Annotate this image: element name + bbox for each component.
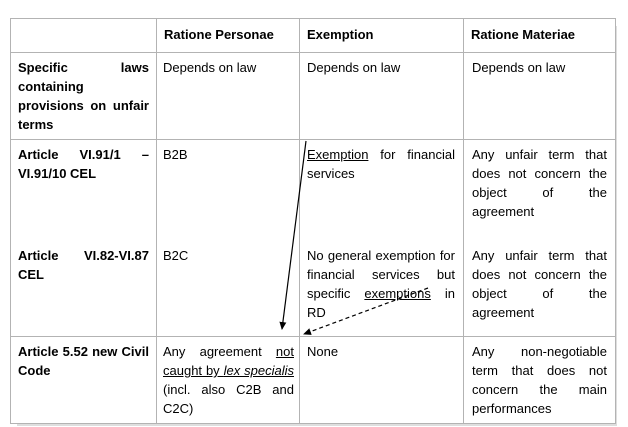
text-run: (incl. also C2B and C2C): [163, 382, 294, 416]
comparison-table: Ratione Personae Exemption Ratione Mater…: [10, 18, 616, 424]
table-cell: Any non-negotiable term that does not co…: [463, 336, 616, 424]
text-run: Specific laws containing provisions on u…: [18, 60, 149, 132]
header-cell-ratione-personae: Ratione Personae: [156, 18, 300, 53]
table-cell: Specific laws containing provisions on u…: [10, 52, 157, 140]
text-run: No general exemption for financial servi…: [307, 247, 455, 301]
text-run: for financial services: [307, 147, 455, 181]
table-cell: Article VI.82-VI.87 CEL: [10, 240, 157, 337]
text-run: Any unfair term that does not concern th…: [472, 247, 607, 320]
text-run: Article 5.52 new Civil Code: [18, 344, 149, 378]
table-cell: Any unfair term that does not concern th…: [463, 240, 616, 337]
text-run: not caught by: [163, 344, 294, 378]
text-run: B2C: [163, 247, 189, 263]
table-row: Article VI.91/1 – VI.91/10 CEL B2B Exempti…: [10, 139, 616, 241]
text-run: Any agreement: [163, 344, 276, 359]
table-cell: Article 5.52 new Civil Code: [10, 336, 157, 424]
text-run: Any non-negotiable term that does not co…: [472, 344, 607, 416]
text-run: Exemption: [307, 147, 369, 162]
header-row: Ratione Personae Exemption Ratione Mater…: [10, 18, 616, 53]
text-run: Depends on law: [472, 60, 566, 75]
text-run: None: [307, 344, 339, 359]
text-run: exemptions: [364, 285, 431, 301]
table-cell: Any unfair term that does not concern th…: [463, 139, 616, 241]
table-cell: Any agreement not caught by lex speciali…: [156, 336, 300, 424]
header-cell-empty: [10, 18, 157, 53]
table-cell: Exemption for financial services: [299, 139, 464, 241]
table-cell: B2B: [156, 139, 300, 241]
table-cell: Depends on law: [299, 52, 464, 140]
table-cell: Article VI.91/1 – VI.91/10 CEL: [10, 139, 157, 241]
text-run: Any unfair term that does not concern th…: [472, 147, 607, 219]
text-run: lex specialis: [223, 363, 294, 378]
table-cell: Depends on law: [156, 52, 300, 140]
text-run: Article VI.82-VI.87 CEL: [18, 247, 149, 282]
text-run: B2B: [163, 147, 188, 162]
table-row: Specific laws containing provisions on u…: [10, 52, 616, 140]
table-row: Article VI.82-VI.87 CEL B2C No general exe…: [10, 240, 616, 337]
table-cell: B2C: [156, 240, 300, 337]
text-run: Depends on law: [163, 60, 257, 75]
header-cell-exemption: Exemption: [299, 18, 464, 53]
table-cell: None: [299, 336, 464, 424]
table-cell: Depends on law: [463, 52, 616, 140]
text-run: Depends on law: [307, 60, 401, 75]
table-cell: No general exemption for financial servi…: [299, 240, 464, 337]
text-run: Article VI.91/1 – VI.91/10 CEL: [18, 147, 149, 181]
header-cell-ratione-materiae: Ratione Materiae: [463, 18, 616, 53]
